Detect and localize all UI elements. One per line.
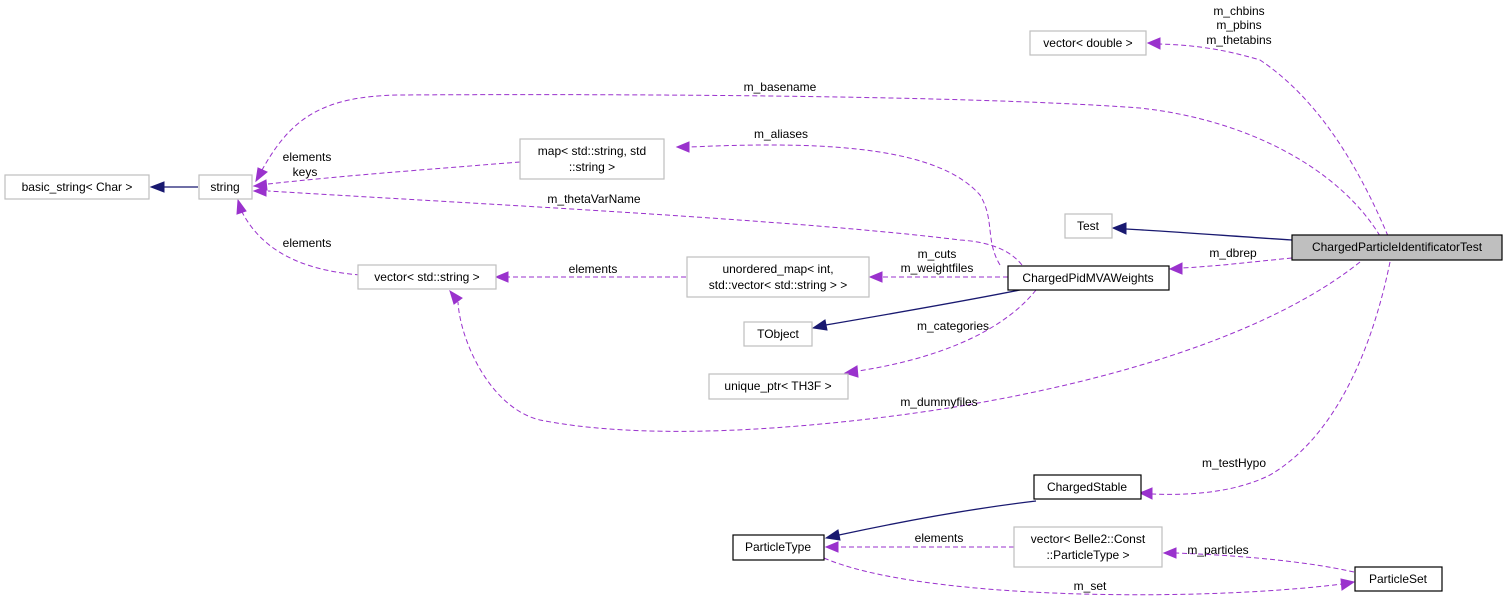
node-particle-type[interactable]: ParticleType — [732, 534, 825, 561]
nodes: basic_string< Char > string map< std::st… — [4, 30, 1503, 592]
node-vector-double-label: vector< double > — [1043, 36, 1132, 50]
label-elements-particle-type: elements — [915, 531, 964, 545]
label-elements-keys-1: elements — [283, 150, 332, 164]
node-map-label-1: map< std::string, std — [538, 144, 646, 158]
node-tobject-label: TObject — [757, 327, 799, 341]
node-particle-set-label: ParticleSet — [1369, 572, 1428, 586]
edge-cpit-test-arrowhead — [1111, 222, 1127, 235]
edge-cpit-vector-string-dummy-arrowhead — [449, 289, 463, 305]
edge-vector-string-string — [241, 211, 361, 276]
node-string-label: string — [210, 180, 239, 194]
node-unordered-map-label-2: std::vector< std::string > > — [709, 278, 847, 292]
node-map[interactable]: map< std::string, std ::string > — [519, 138, 665, 180]
edge-cpit-test — [1125, 228, 1293, 241]
edge-cpit-vector-string-dummy — [457, 261, 1361, 432]
edge-cpit-chargedstable — [1151, 261, 1391, 495]
label-bins-1: m_chbins — [1213, 4, 1264, 18]
label-theta-var-name: m_thetaVarName — [547, 192, 640, 206]
node-charged-pid-mva-weights[interactable]: ChargedPidMVAWeights — [1007, 265, 1170, 291]
label-basename: m_basename — [744, 80, 817, 94]
edge-cpmva-unordered-map-arrowhead — [868, 271, 883, 283]
node-vector-string-label: vector< std::string > — [374, 270, 479, 284]
node-vector-particle-type-label-2: ::ParticleType > — [1046, 548, 1129, 562]
label-elements-unordered-map: elements — [569, 262, 618, 276]
edge-cpmva-string-theta-arrowhead — [252, 185, 267, 197]
node-vector-particle-type-label-1: vector< Belle2::Const — [1031, 532, 1146, 546]
edge-cpmva-tobject — [825, 289, 1021, 326]
node-charged-particle-identificator-test-label: ChargedParticleIdentificatorTest — [1312, 240, 1483, 254]
node-unordered-map-label-1: unordered_map< int, — [722, 262, 833, 276]
edge-particleset-vector-ptype-arrowhead — [1162, 547, 1177, 559]
node-vector-particle-type[interactable]: vector< Belle2::Const ::ParticleType > — [1013, 526, 1163, 568]
edges — [149, 37, 1391, 596]
edge-string-basic-string-arrowhead — [149, 181, 165, 193]
label-test-hypo: m_testHypo — [1202, 456, 1266, 470]
edge-cpmva-unique-ptr-arrowhead — [843, 365, 859, 378]
label-dbrep: m_dbrep — [1209, 246, 1257, 260]
edge-chargedstable-particletype-arrowhead — [824, 529, 841, 541]
label-elements-keys-2: keys — [293, 165, 318, 179]
edge-vector-string-string-arrowhead — [236, 198, 247, 215]
edge-vector-ptype-particletype-arrowhead — [824, 541, 839, 553]
edge-particleset-vector-ptype — [1175, 552, 1355, 573]
node-unique-ptr[interactable]: unique_ptr< TH3F > — [708, 373, 849, 400]
edge-cpmva-map-aliases — [689, 144, 1001, 266]
label-bins-2: m_pbins — [1216, 18, 1261, 32]
edge-cpit-vector-double — [1159, 43, 1389, 237]
edge-particletype-particleset — [823, 557, 1343, 596]
node-unique-ptr-label: unique_ptr< TH3F > — [724, 379, 831, 393]
edge-labels: m_chbins m_pbins m_thetabins m_basename … — [283, 4, 1272, 593]
node-string[interactable]: string — [198, 174, 253, 200]
node-unordered-map[interactable]: unordered_map< int, std::vector< std::st… — [686, 256, 870, 298]
node-charged-particle-identificator-test[interactable]: ChargedParticleIdentificatorTest — [1291, 234, 1503, 261]
label-categories: m_categories — [917, 319, 989, 333]
node-particle-type-label: ParticleType — [745, 540, 811, 554]
node-basic-string[interactable]: basic_string< Char > — [4, 174, 150, 200]
edge-particletype-particleset-arrowhead — [1340, 578, 1356, 591]
label-aliases: m_aliases — [754, 127, 808, 141]
edge-cpit-string-basename — [261, 94, 1381, 237]
edge-cpmva-string-theta — [267, 190, 1023, 266]
node-basic-string-label: basic_string< Char > — [22, 180, 133, 194]
node-charged-stable[interactable]: ChargedStable — [1033, 474, 1142, 500]
node-test-label: Test — [1077, 219, 1100, 233]
edge-cpmva-tobject-arrowhead — [811, 319, 828, 331]
label-particles: m_particles — [1187, 543, 1248, 557]
edge-cpit-cpmva-dbrep-arrowhead — [1168, 262, 1183, 275]
edge-unordered-map-vector-string-arrowhead — [494, 271, 509, 283]
label-weightfiles: m_weightfiles — [901, 261, 974, 275]
label-dummyfiles: m_dummyfiles — [900, 395, 977, 409]
node-particle-set[interactable]: ParticleSet — [1354, 566, 1443, 592]
edge-map-string — [267, 161, 521, 185]
node-test[interactable]: Test — [1064, 213, 1113, 239]
label-set: m_set — [1074, 579, 1107, 593]
node-map-label-2: ::string > — [569, 160, 615, 174]
node-charged-stable-label: ChargedStable — [1047, 480, 1127, 494]
label-elements-vector-string: elements — [283, 236, 332, 250]
edge-chargedstable-particletype — [838, 500, 1037, 536]
node-charged-pid-mva-weights-label: ChargedPidMVAWeights — [1022, 271, 1153, 285]
edge-cpit-chargedstable-arrowhead — [1138, 487, 1153, 500]
edge-cpit-cpmva-dbrep — [1181, 257, 1293, 269]
label-bins-3: m_thetabins — [1206, 33, 1271, 47]
edge-cpit-vector-double-arrowhead — [1146, 37, 1161, 50]
edge-cpit-string-basename-arrowhead — [255, 167, 268, 183]
node-tobject[interactable]: TObject — [743, 321, 813, 347]
edge-cpmva-map-aliases-arrowhead — [675, 141, 690, 153]
label-cuts: m_cuts — [918, 247, 957, 261]
node-vector-double[interactable]: vector< double > — [1029, 30, 1147, 56]
node-vector-string[interactable]: vector< std::string > — [357, 264, 497, 290]
